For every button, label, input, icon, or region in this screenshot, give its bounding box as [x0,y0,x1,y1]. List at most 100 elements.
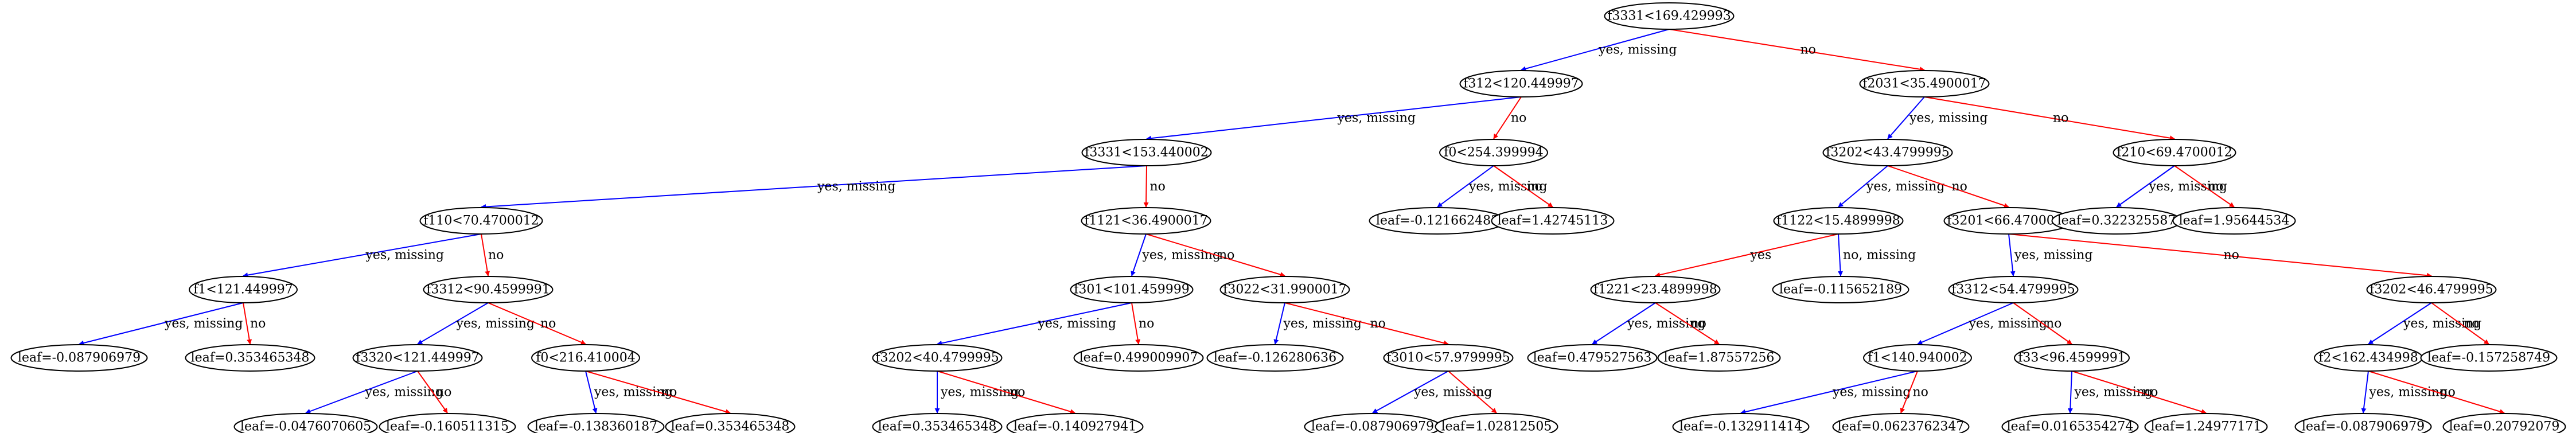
edge-label: no [2142,385,2158,400]
edge-yes [2116,165,2175,208]
node-label: f0<254.399994 [1444,146,1544,160]
edge-no [2368,370,2505,414]
leaf-node: leaf=-0.087906979 [2294,413,2432,433]
node-ellipse [2172,207,2296,235]
edge-yes [1838,165,1888,208]
edge-label: no [1139,317,1154,331]
node-label: leaf=0.353465348 [191,351,310,365]
node-ellipse [1073,344,1204,372]
split-node: f3331<169.429993 [1604,2,1735,30]
leaf-node: leaf=-0.126280636 [1206,344,1344,372]
node-ellipse [379,413,516,433]
node-ellipse [189,276,298,303]
edge-no [1131,302,1141,345]
node-ellipse [1070,276,1194,303]
edge-label: yes, missing [1337,111,1416,126]
node-label: leaf=-0.126280636 [1214,351,1336,365]
node-label: leaf=-0.087906979 [18,351,141,365]
leaf-node: leaf=1.87557256 [1657,344,1781,372]
edge-label: yes [1750,248,1772,263]
leaf-node: leaf=0.499009907 [1073,344,1204,372]
leaf-node: leaf=0.353465348 [872,413,1003,433]
node-label: f3202<46.4799995 [2370,283,2493,297]
node-ellipse [1773,207,1904,235]
edge-label: no [1691,317,1706,331]
edge-label: no [2046,317,2061,331]
edge-label: no [436,385,451,400]
leaf-node: leaf=-0.121662483 [1369,207,1506,235]
edge-yes [1372,370,1449,414]
edge-yes [305,370,418,414]
node-label: f3320<121.449997 [356,351,480,365]
leaf-node: leaf=1.02812505 [1435,413,1558,433]
split-node: f0<216.410004 [531,344,640,372]
edge-no [488,302,586,345]
edge-yes [585,370,598,414]
edge-no [417,370,448,414]
split-node: f1121<36.4900017 [1081,207,1211,235]
split-node: f3202<46.4799995 [2366,276,2497,303]
edge-no [2174,165,2235,208]
node-label: leaf=0.322325587 [2057,214,2176,228]
node-ellipse [1859,70,1990,97]
node-label: leaf=0.353465348 [671,420,790,433]
leaf-node: leaf=-0.115652189 [1772,276,1909,303]
node-label: leaf=-0.087906979 [1311,420,1434,433]
node-label: leaf=0.353465348 [878,420,997,433]
leaf-node: leaf=0.20792079 [2442,413,2566,433]
node-label: leaf=1.02812505 [1441,420,1552,433]
edge-yes [1437,165,1494,208]
node-label: leaf=-0.138360187 [535,420,657,433]
node-label: leaf=-0.132911414 [1679,420,1802,433]
edge-no [1900,370,1918,414]
edge-no [1448,370,1497,414]
edge-label: yes, missing [164,317,243,331]
node-label: leaf=-0.087906979 [2302,420,2425,433]
node-ellipse [1081,207,1211,235]
leaf-node: leaf=-0.0476070605 [233,413,378,433]
node-label: f3202<40.4799995 [875,351,999,365]
node-label: leaf=1.87557256 [1664,351,1775,365]
edge-yes [1592,302,1656,345]
node-label: f1122<15.4899998 [1776,214,1900,228]
split-node: f1122<15.4899998 [1773,207,1904,235]
leaf-node: leaf=0.353465348 [185,344,315,372]
node-ellipse [1590,276,1721,303]
edge-label: yes, missing [365,385,444,400]
node-ellipse [665,413,796,433]
split-node: f210<69.4700012 [2113,139,2236,166]
node-ellipse [1657,344,1781,372]
node-label: leaf=-0.140927941 [1014,420,1136,433]
leaf-node: leaf=-0.140927941 [1006,413,1144,433]
node-ellipse [423,276,554,303]
node-ellipse [2442,413,2566,433]
edge-yes [1887,96,1925,139]
split-node: f3331<153.440002 [1081,139,1212,166]
leaf-node: leaf=0.353465348 [665,413,796,433]
leaf-node: leaf=-0.160511315 [379,413,516,433]
edge-label: yes, missing [2369,385,2448,400]
edge-no [243,302,252,345]
node-label: f1121<36.4900017 [1084,214,1208,228]
edge-no [1493,96,1522,139]
edge-label: no [2224,248,2239,263]
edge-label: yes, missing [2149,180,2228,194]
node-label: f3312<54.4799995 [1951,283,2075,297]
node-label: leaf=-0.0476070605 [240,420,371,433]
edge-label: no [1913,385,1928,400]
edge-no [1669,29,1925,72]
node-label: leaf=1.24977171 [2151,420,2262,433]
split-node: f3201<66.4700012 [1943,207,2074,235]
edge-no [1655,302,1720,345]
edge-no [1887,165,2009,208]
node-ellipse [527,413,665,433]
edge-yes [2368,302,2432,345]
leaf-node: leaf=0.0623762347 [1832,413,1970,433]
node-label: leaf=-0.115652189 [1779,283,1902,297]
split-node: f312<120.449997 [1459,70,1583,97]
node-ellipse [531,344,640,372]
leaf-node: leaf=1.95644534 [2172,207,2296,235]
edge-no [1924,96,2175,141]
leaf-node: leaf=0.322325587 [2051,207,2182,235]
